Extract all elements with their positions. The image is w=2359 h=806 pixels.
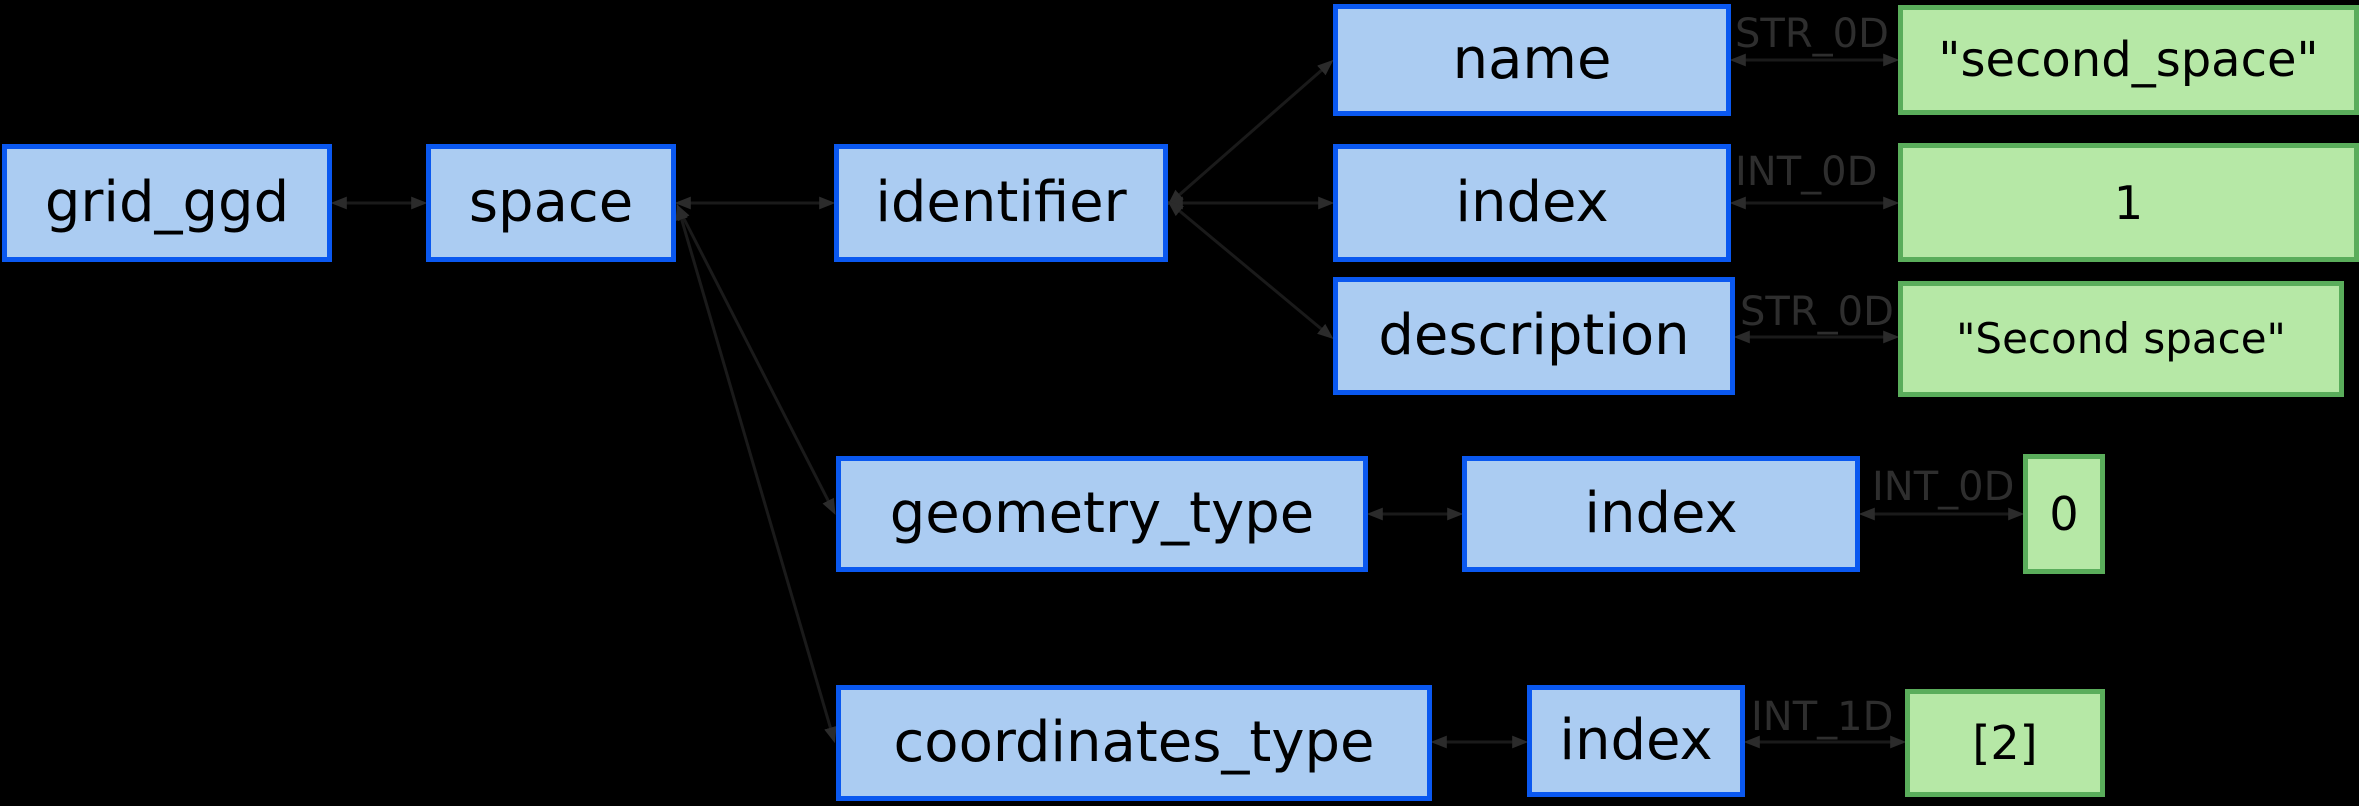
node-coordinates-type: coordinates_type bbox=[836, 685, 1432, 801]
value-index-geometry: 0 bbox=[2023, 454, 2105, 574]
node-description: description bbox=[1333, 277, 1735, 395]
edge-space-coordinates_type bbox=[675, 203, 837, 744]
edge-type-label-str0d-description: STR_0D bbox=[1740, 289, 1894, 335]
node-name: name bbox=[1333, 4, 1731, 116]
node-geometry-type: geometry_type bbox=[836, 456, 1368, 572]
value-description: "Second space" bbox=[1898, 281, 2344, 397]
edge-identifier-description bbox=[1167, 200, 1334, 340]
edge-type-label-int0d-index: INT_0D bbox=[1735, 149, 1878, 195]
edge-type-label-str0d-name: STR_0D bbox=[1735, 11, 1889, 57]
value-index-identifier: 1 bbox=[1898, 143, 2359, 262]
edge-identifier-name bbox=[1167, 59, 1334, 206]
value-index-coordinates: [2] bbox=[1905, 689, 2105, 797]
node-grid-ggd: grid_ggd bbox=[2, 144, 332, 262]
node-index-geometry: index bbox=[1462, 456, 1860, 572]
node-index-coordinates: index bbox=[1527, 685, 1745, 797]
value-name: "second_space" bbox=[1898, 5, 2359, 115]
node-space: space bbox=[426, 144, 676, 262]
node-index-identifier: index bbox=[1333, 144, 1731, 262]
edge-type-label-int1d-coordinates: INT_1D bbox=[1751, 694, 1894, 740]
edge-space-geometry_type bbox=[676, 204, 836, 515]
edge-type-label-int0d-geometry: INT_0D bbox=[1872, 464, 2015, 510]
node-identifier: identifier bbox=[834, 144, 1168, 262]
